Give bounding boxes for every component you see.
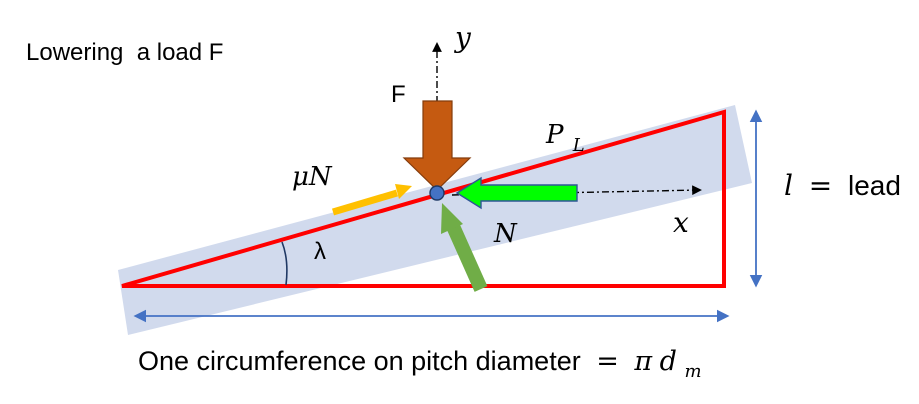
normal-force-label: N xyxy=(493,219,518,249)
page-title: Lowering a load F xyxy=(26,39,223,66)
arrow-down-icon xyxy=(402,100,472,191)
load-force-label: F xyxy=(391,81,406,108)
diameter-symbol: d xyxy=(660,346,677,377)
path-label: P L xyxy=(545,120,585,156)
circumference-text: One circumference on pitch diameter xyxy=(138,346,581,376)
circumference-label: One circumference on pitch diameter = π … xyxy=(138,346,702,382)
arrow-up-left-icon xyxy=(441,203,463,234)
arrow-left-icon xyxy=(455,176,578,210)
path-label-subscript: L xyxy=(572,135,585,156)
x-axis-label: x xyxy=(673,206,689,239)
lead-triangle xyxy=(121,109,726,288)
y-axis-label: y xyxy=(453,21,472,54)
circumference-equals: = xyxy=(596,346,619,377)
lead-label: l = lead xyxy=(784,169,901,202)
lead-angle-label: λ xyxy=(314,238,326,265)
contact-point xyxy=(429,185,445,201)
lead-symbol: l xyxy=(784,169,793,202)
path-label-main: P xyxy=(545,120,564,150)
thread-band xyxy=(118,105,752,335)
normal-arrow-shaft xyxy=(445,221,488,292)
diameter-subscript: m xyxy=(684,361,701,382)
pi-symbol: π xyxy=(633,346,653,377)
friction-force-label: μN xyxy=(292,162,333,192)
lambda-angle-arc xyxy=(281,241,288,286)
lead-equals: = xyxy=(809,169,832,202)
arrow-up-right-icon xyxy=(395,184,412,199)
friction-arrow-shaft xyxy=(332,189,398,216)
lead-word: lead xyxy=(848,170,901,201)
